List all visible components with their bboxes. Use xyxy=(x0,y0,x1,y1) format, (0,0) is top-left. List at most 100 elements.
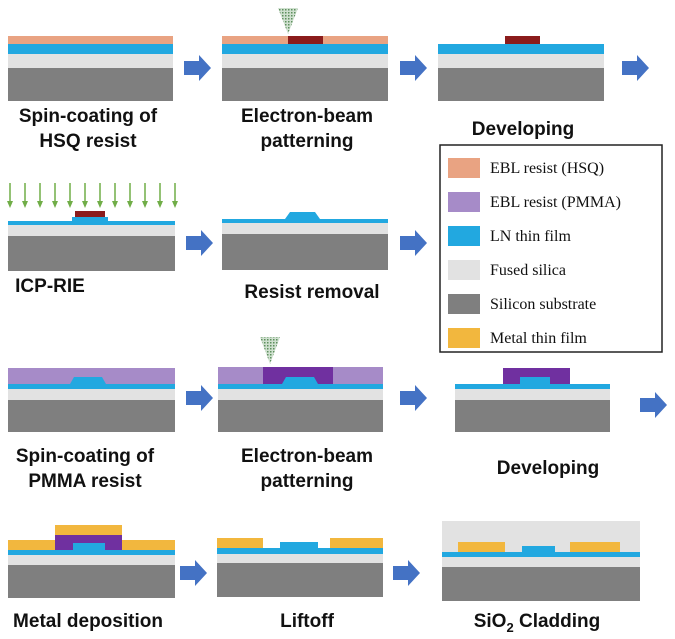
hsq-resist-layer xyxy=(8,36,173,44)
arrow-right-icon xyxy=(400,55,427,81)
legend-label: Silicon substrate xyxy=(490,296,596,313)
legend-swatch xyxy=(448,294,480,314)
ln-layer xyxy=(8,221,175,225)
legend-swatch xyxy=(448,260,480,280)
process-arrows xyxy=(180,55,667,586)
step-label: PMMA resist xyxy=(28,471,142,492)
step-sio2-cladding: SiO2 Cladding xyxy=(442,521,640,635)
step-spin-coating-pmma: Spin-coating of PMMA resist xyxy=(8,368,175,492)
step-label: Spin-coating of xyxy=(19,106,158,127)
hsq-mask xyxy=(505,36,540,44)
silicon-layer xyxy=(8,400,175,432)
legend: EBL resist (HSQ)EBL resist (PMMA)LN thin… xyxy=(439,144,663,353)
silica-layer xyxy=(222,223,388,234)
legend-swatch xyxy=(448,226,480,246)
ln-ridge xyxy=(218,377,383,389)
legend-swatch xyxy=(448,328,480,348)
electron-beam-icon xyxy=(260,337,280,364)
metal-pad xyxy=(330,538,383,548)
arrow-right-icon xyxy=(400,385,427,411)
silicon-layer xyxy=(8,565,175,598)
silica-layer xyxy=(222,54,388,68)
arrow-right-icon xyxy=(186,230,213,256)
etch-arrow-head xyxy=(82,201,88,208)
arrow-right-icon xyxy=(640,392,667,418)
silicon-layer xyxy=(222,68,388,101)
pmma-layer xyxy=(55,535,122,550)
etch-arrow-head xyxy=(37,201,43,208)
metal-pad xyxy=(458,542,505,552)
ln-ridge xyxy=(72,217,108,222)
legend-item: LN thin film xyxy=(448,226,571,246)
pmma-opening xyxy=(503,368,570,384)
legend-label: EBL resist (PMMA) xyxy=(490,194,621,211)
silicon-layer xyxy=(8,68,173,101)
step-label: SiO2 Cladding xyxy=(474,611,601,635)
step-label: Spin-coating of xyxy=(16,446,155,467)
electron-beam-icon xyxy=(278,8,298,34)
step-ebeam-hsq: Electron-beam patterning xyxy=(222,8,388,152)
legend-swatch xyxy=(448,158,480,178)
step-resist-removal: Resist removal xyxy=(222,212,388,303)
etch-arrow-head xyxy=(157,201,163,208)
arrow-right-icon xyxy=(180,560,207,586)
arrow-right-icon xyxy=(622,55,649,81)
ln-ridge xyxy=(8,377,175,389)
step-developing-hsq: Developing xyxy=(438,36,604,140)
etch-arrow-head xyxy=(112,201,118,208)
arrow-right-icon xyxy=(400,230,427,256)
arrow-right-icon xyxy=(186,385,213,411)
ln-ridge xyxy=(280,542,318,548)
etch-arrow-head xyxy=(97,201,103,208)
metal-layer xyxy=(122,540,175,550)
ln-layer xyxy=(438,44,604,54)
step-label: HSQ resist xyxy=(39,131,137,152)
silicon-layer xyxy=(455,400,610,432)
step-icp-rie: ICP-RIE xyxy=(8,211,175,297)
arrow-right-icon xyxy=(393,560,420,586)
ln-layer xyxy=(8,44,173,54)
metal-layer xyxy=(55,525,122,535)
metal-layer xyxy=(8,540,55,550)
step-label: patterning xyxy=(261,131,354,152)
etch-arrow-head xyxy=(172,201,178,208)
silicon-layer xyxy=(217,563,383,597)
step-developing-pmma: Developing xyxy=(455,368,610,479)
silica-layer xyxy=(218,389,383,400)
step-label: Electron-beam xyxy=(241,446,373,467)
silica-layer xyxy=(8,555,175,565)
ln-ridge xyxy=(222,212,388,223)
silica-layer xyxy=(8,389,175,400)
step-label: patterning xyxy=(261,471,354,492)
silica-layer xyxy=(8,225,175,236)
step-ebeam-pmma: Electron-beam patterning xyxy=(218,337,383,492)
legend-swatch xyxy=(448,192,480,212)
silicon-layer xyxy=(442,567,640,601)
silicon-layer xyxy=(218,400,383,432)
metal-pad xyxy=(570,542,620,552)
step-label: Electron-beam xyxy=(241,106,373,127)
legend-label: Metal thin film xyxy=(490,330,587,347)
ln-ridge xyxy=(520,377,550,384)
silica-layer xyxy=(8,54,173,68)
etch-arrow-head xyxy=(127,201,133,208)
silicon-layer xyxy=(8,236,175,271)
etch-arrow-head xyxy=(67,201,73,208)
step-label: Metal deposition xyxy=(13,611,163,632)
pmma-layer xyxy=(8,368,175,384)
ln-layer xyxy=(217,548,383,554)
legend-label: LN thin film xyxy=(490,228,571,245)
legend-item: Metal thin film xyxy=(448,328,587,348)
silica-layer xyxy=(217,554,383,563)
arrow-right-icon xyxy=(184,55,211,81)
ln-layer xyxy=(455,384,610,389)
step-spin-coating-hsq: Spin-coating of HSQ resist xyxy=(8,36,173,152)
legend-item: Silicon substrate xyxy=(448,294,596,314)
legend-label: Fused silica xyxy=(490,262,566,279)
etch-arrows xyxy=(7,183,178,208)
legend-item: Fused silica xyxy=(448,260,566,280)
step-label: Developing xyxy=(472,119,574,140)
ln-layer xyxy=(442,552,640,557)
step-label: Developing xyxy=(497,458,599,479)
